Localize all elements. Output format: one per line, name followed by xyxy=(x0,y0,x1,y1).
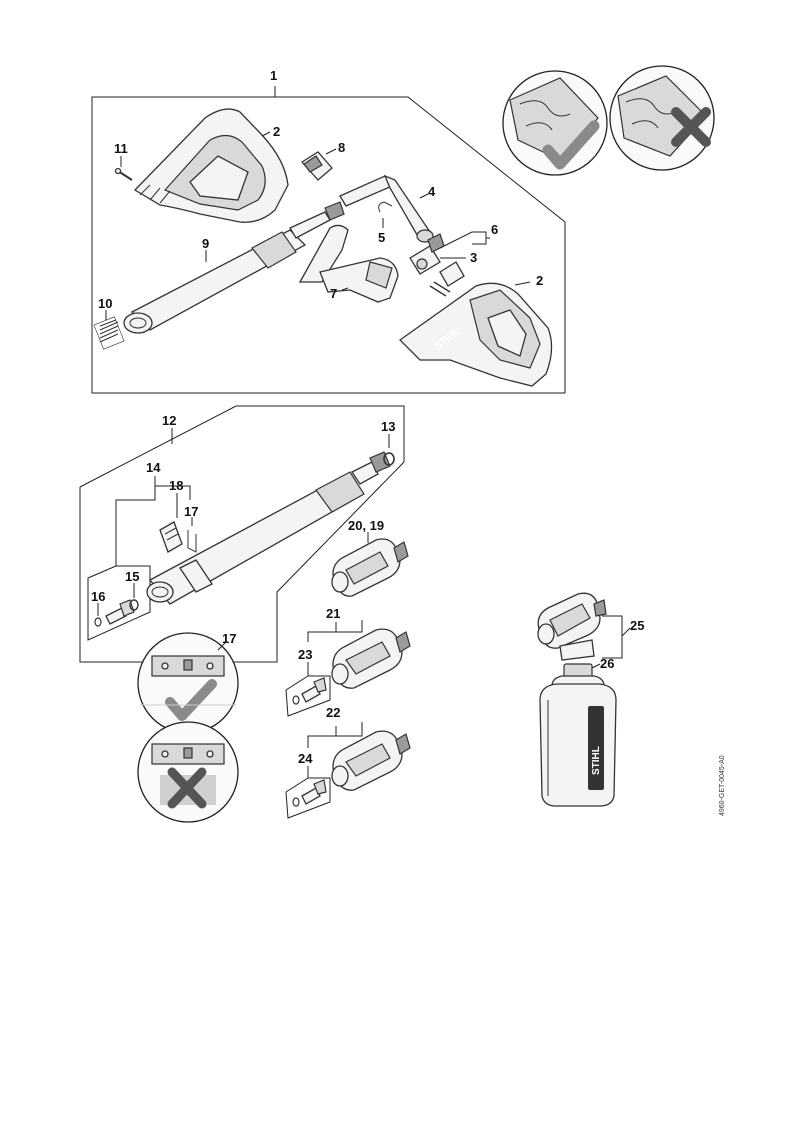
callout-21: 21 xyxy=(326,606,340,621)
callout-3: 3 xyxy=(470,250,477,265)
callout-16: 16 xyxy=(91,589,105,604)
part-24-nozzle-insert xyxy=(292,779,327,807)
part-2-handle-shell-left xyxy=(133,108,289,223)
pin-detail-incorrect xyxy=(137,721,239,823)
part-4-pipe xyxy=(339,174,434,243)
part-6-valve-parts xyxy=(429,261,465,297)
callout-26: 26 xyxy=(600,656,614,671)
callout-10: 10 xyxy=(98,296,112,311)
part-25-foam-nozzle xyxy=(537,592,607,661)
callout-2b: 2 xyxy=(536,273,543,288)
assembly-12-group: 12 14 13 18 xyxy=(79,405,405,663)
callout-17a: 17 xyxy=(184,504,198,519)
part-9-lance-tube xyxy=(123,201,345,334)
callout-25: 25 xyxy=(630,618,644,633)
callout-19-20: 20, 19 xyxy=(348,518,384,533)
part-11-screw xyxy=(114,167,133,181)
callout-1: 1 xyxy=(270,68,277,83)
callout-13: 13 xyxy=(381,419,395,434)
document-id: 4960-GET-0045-A0 xyxy=(719,755,726,816)
seating-detail-correct xyxy=(502,70,608,176)
seating-detail-incorrect xyxy=(609,65,715,171)
part-7-trigger xyxy=(298,224,399,303)
callout-11: 11 xyxy=(114,141,128,156)
pin-detail-correct xyxy=(137,632,239,734)
checkmark-icon xyxy=(542,120,600,170)
part-12-lance-tube xyxy=(146,451,391,605)
part-13-o-ring xyxy=(383,452,395,466)
callout-24: 24 xyxy=(298,751,313,766)
assembly-1-group: 1 2 11 8 xyxy=(91,68,566,394)
part-23-nozzle-insert xyxy=(292,677,327,705)
part-10-spring xyxy=(93,316,125,350)
part-5-pin xyxy=(378,201,393,213)
callout-4: 4 xyxy=(428,184,436,199)
part-18-clip xyxy=(159,521,183,553)
callout-7: 7 xyxy=(330,286,337,301)
callout-9: 9 xyxy=(202,236,209,251)
part-17-retaining-pin xyxy=(187,530,197,553)
callout-14: 14 xyxy=(146,460,161,475)
bottle-brand-panel xyxy=(588,706,604,790)
subassembly-15-16-box xyxy=(87,565,151,641)
callout-8: 8 xyxy=(338,140,345,155)
bottle-brand-mark: STIHL xyxy=(591,746,602,775)
part-22-nozzle-assembly xyxy=(331,730,411,791)
part-21-nozzle-assembly xyxy=(331,628,411,689)
subassembly-24-box xyxy=(285,777,331,819)
cross-icon xyxy=(671,107,711,147)
callout-12: 12 xyxy=(162,413,176,428)
part-15-o-ring xyxy=(129,599,139,611)
assembly-12-frame xyxy=(79,405,405,663)
assembly-1-frame xyxy=(91,96,566,394)
part-26-foam-bottle: STIHL xyxy=(539,663,617,807)
callout-15: 15 xyxy=(125,569,139,584)
callout-6: 6 xyxy=(491,222,498,237)
cross-icon xyxy=(167,767,207,809)
part-2-handle-shell-right: STIHL xyxy=(398,282,553,387)
callout-18: 18 xyxy=(169,478,183,493)
subassembly-23-box xyxy=(285,675,331,717)
part-19-20-nozzle xyxy=(331,538,409,597)
callout-17b: 17 xyxy=(222,631,236,646)
callout-5: 5 xyxy=(378,230,385,245)
checkmark-icon xyxy=(165,679,217,721)
callout-2a: 2 xyxy=(273,124,280,139)
callout-22: 22 xyxy=(326,705,340,720)
part-8-clip xyxy=(301,151,333,181)
callout-23: 23 xyxy=(298,647,312,662)
